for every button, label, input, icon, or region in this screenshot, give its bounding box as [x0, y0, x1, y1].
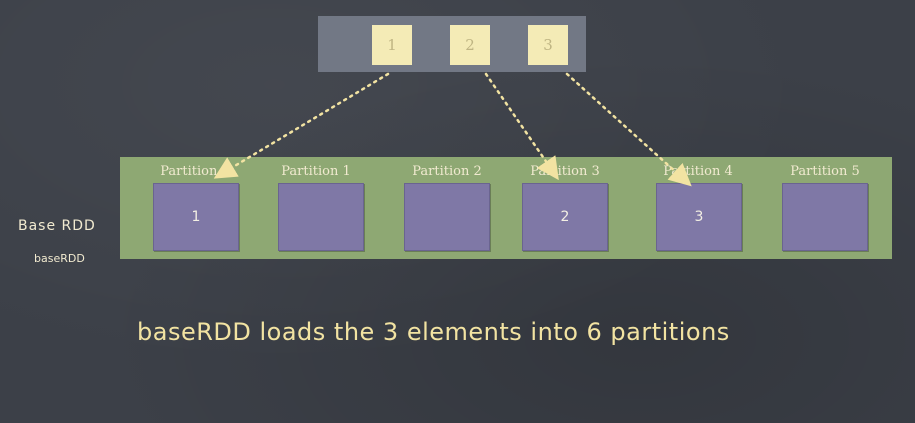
partition-box-4: 3 [656, 183, 742, 251]
partition-label-2: Partition 2 [412, 164, 482, 179]
source-element-2: 2 [450, 25, 490, 65]
partition-label-5: Partition 5 [790, 164, 860, 179]
partition-box-5 [782, 183, 868, 251]
base-rdd-container: Partition 0 Partition 1 Partition 2 Part… [120, 157, 892, 259]
partition-label-0: Partition 0 [160, 164, 230, 179]
source-element-1: 1 [372, 25, 412, 65]
partition-box-2 [404, 183, 490, 251]
partition-label-4: Partition 4 [663, 164, 733, 179]
partition-box-1 [278, 183, 364, 251]
partition-box-3: 2 [522, 183, 608, 251]
diagram-caption: baseRDD loads the 3 elements into 6 part… [137, 318, 730, 346]
source-element-3: 3 [528, 25, 568, 65]
partition-label-1: Partition 1 [281, 164, 351, 179]
partition-label-3: Partition 3 [530, 164, 600, 179]
source-collection: 1 2 3 [318, 16, 586, 72]
rdd-variable-label: baseRDD [34, 252, 85, 265]
partition-box-0: 1 [153, 183, 239, 251]
rdd-title-label: Base RDD [18, 218, 96, 234]
